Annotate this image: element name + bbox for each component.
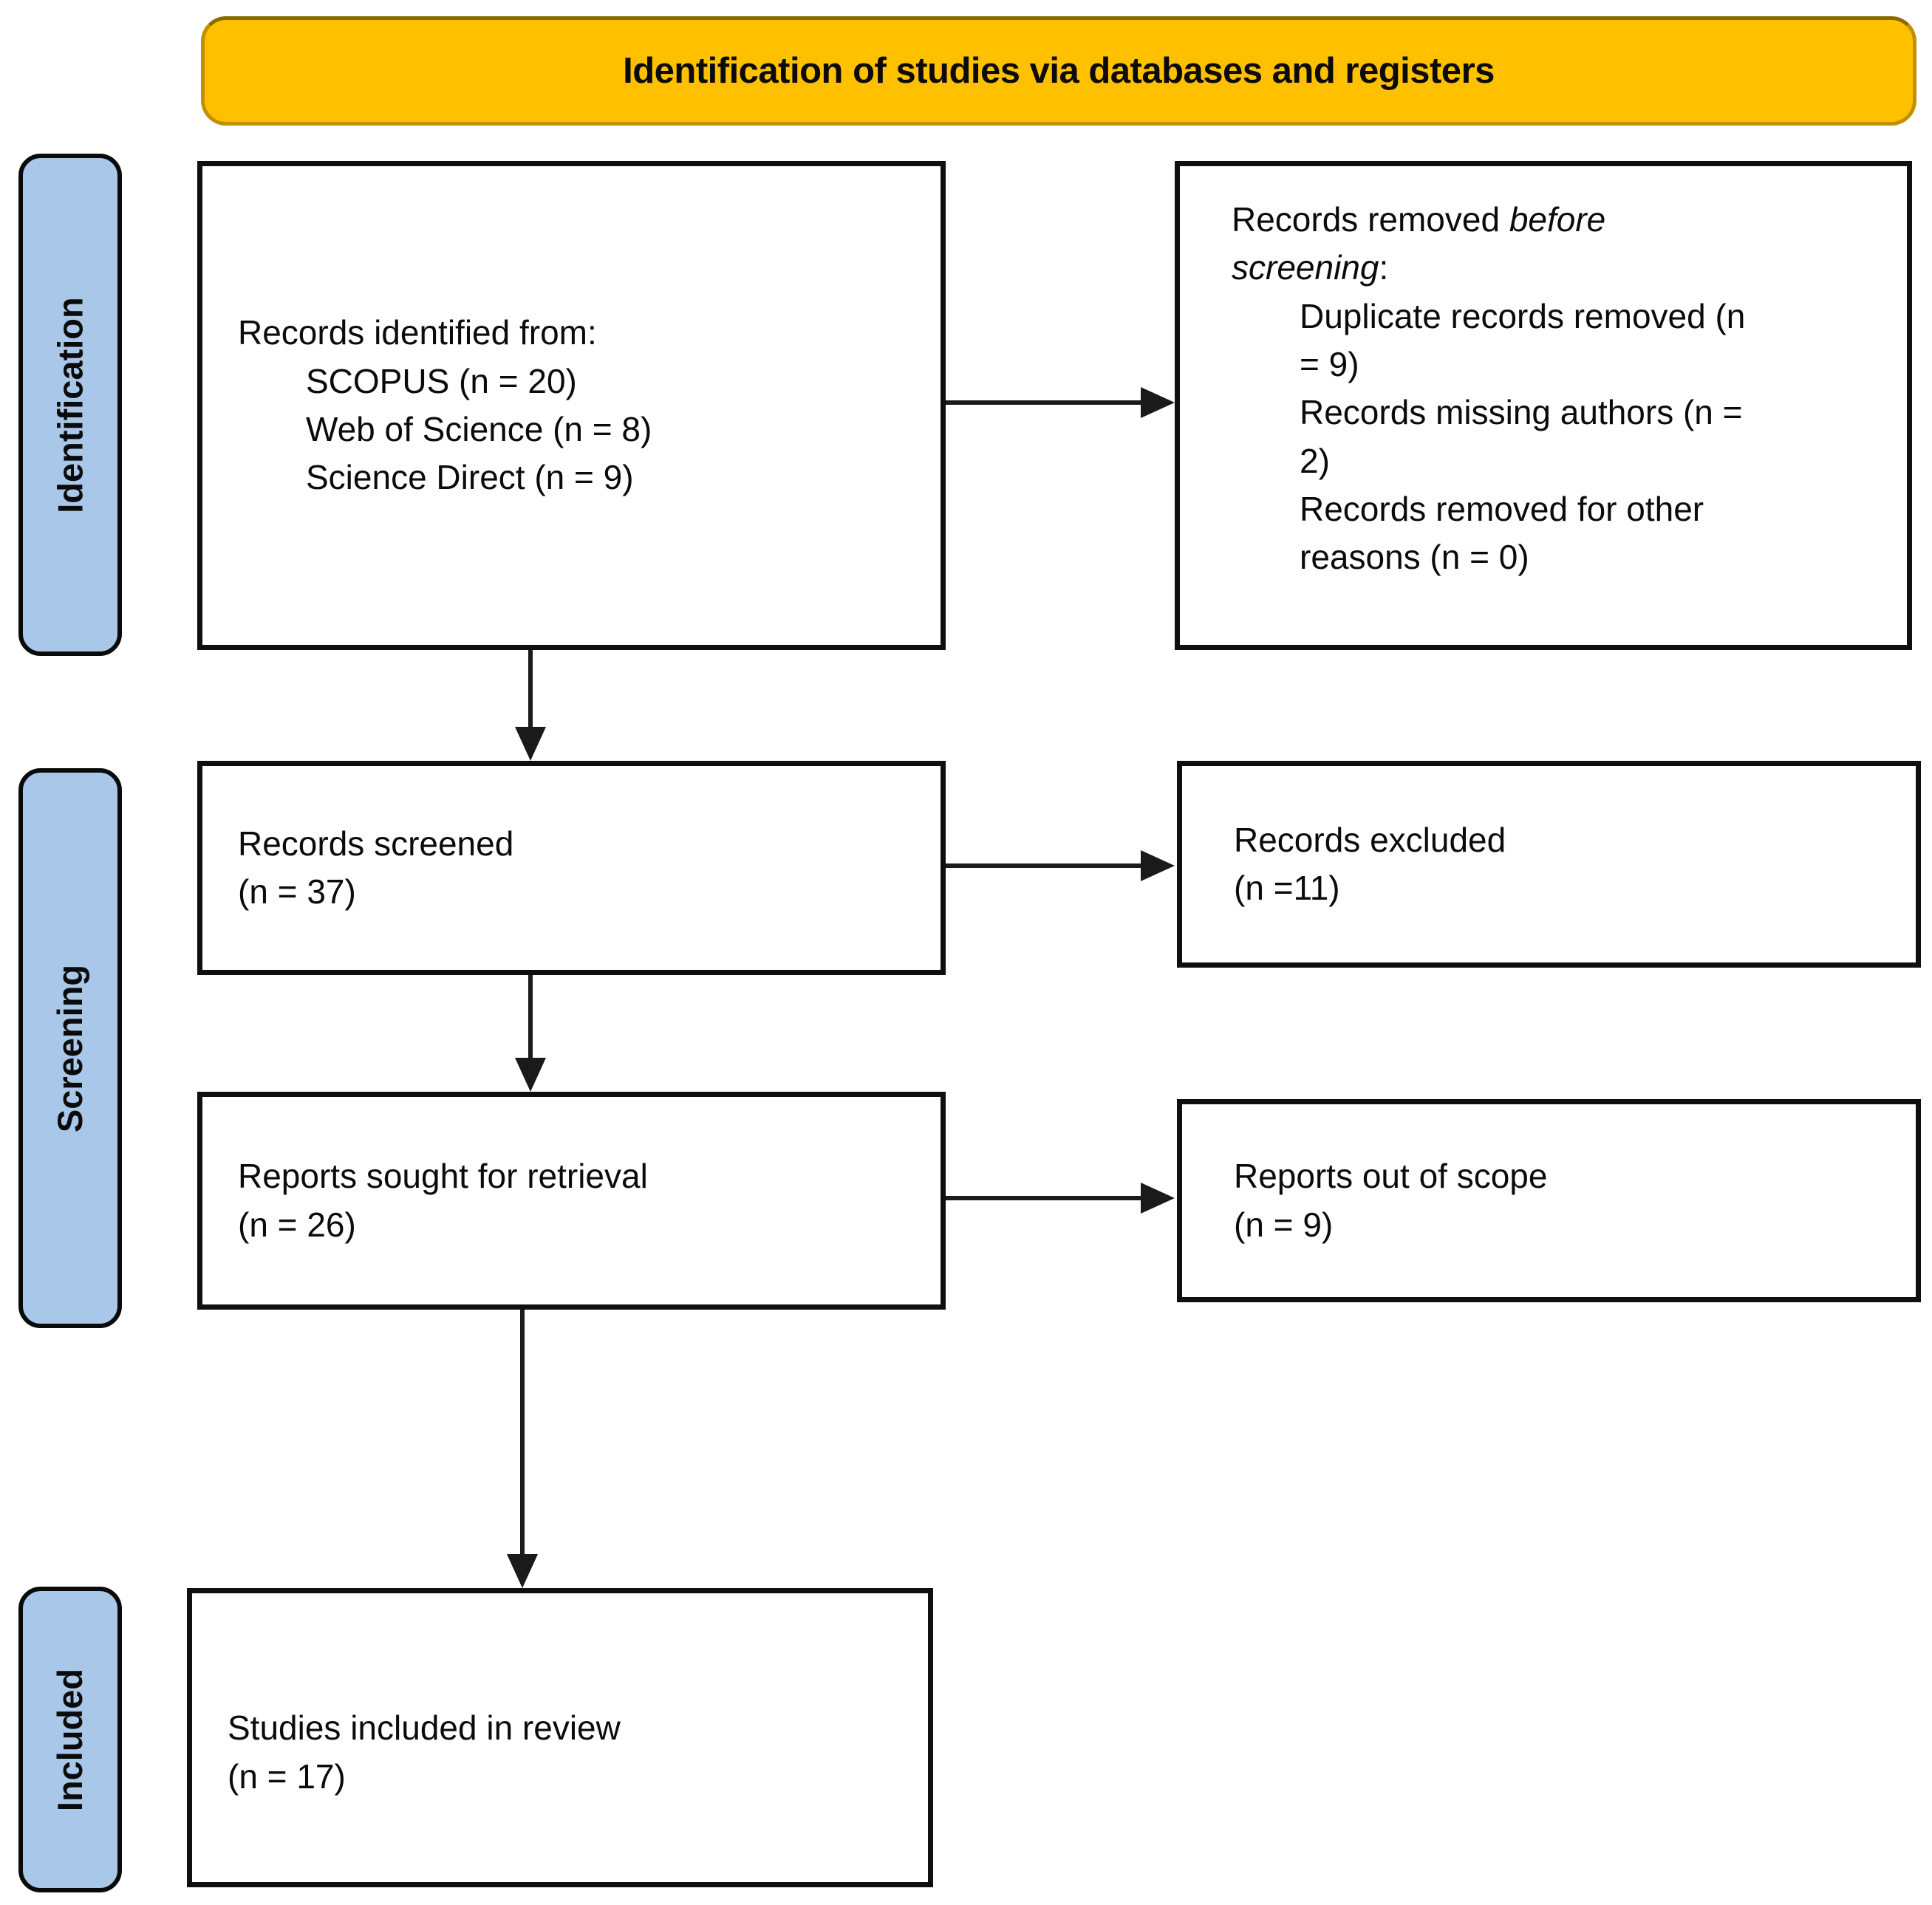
stage-label-included: Included	[18, 1587, 122, 1892]
records-excluded-label: Records excluded	[1234, 820, 1506, 859]
arrow-identified-to-removed-shaft	[946, 400, 1144, 405]
reports-out-of-scope-label: Reports out of scope	[1234, 1157, 1548, 1196]
stage-label-included-text: Included	[50, 1668, 90, 1811]
stage-label-screening: Screening	[18, 768, 122, 1328]
box-records-removed: Records removed before screening: Duplic…	[1175, 161, 1912, 650]
arrow-identified-to-screened-shaft	[528, 650, 533, 730]
records-identified-sources: SCOPUS (n = 20) Web of Science (n = 8) Sci…	[238, 358, 941, 502]
records-identified-source: Science Direct (n = 9)	[306, 458, 634, 497]
reports-out-of-scope-count: (n = 9)	[1234, 1205, 1334, 1244]
arrow-identified-to-removed-head-icon	[1141, 387, 1175, 418]
arrow-screened-to-sought-head-icon	[515, 1058, 546, 1092]
header-title: Identification of studies via databases …	[623, 51, 1495, 91]
records-identified-title: Records identified from:	[238, 313, 597, 352]
box-records-identified: Records identified from: SCOPUS (n = 20)…	[197, 161, 946, 650]
box-records-excluded: Records excluded (n =11)	[1177, 761, 1921, 968]
arrow-sought-to-outscope-shaft	[946, 1196, 1144, 1200]
arrow-screened-to-excluded-shaft	[946, 863, 1144, 868]
records-removed-reason: Records missing authors (n = 2)	[1300, 393, 1743, 480]
records-removed-title-italic: before screening	[1232, 200, 1606, 287]
records-removed-title-prefix: Records removed	[1232, 200, 1509, 239]
stage-label-identification-text: Identification	[50, 296, 90, 513]
records-screened-count: (n = 37)	[238, 872, 356, 911]
box-reports-out-of-scope: Reports out of scope (n = 9)	[1177, 1099, 1921, 1302]
records-excluded-count: (n =11)	[1234, 869, 1340, 907]
box-studies-included: Studies included in review (n = 17)	[187, 1588, 933, 1887]
stage-label-screening-text: Screening	[50, 964, 90, 1132]
records-removed-reason: Duplicate records removed (n = 9)	[1300, 296, 1746, 383]
records-removed-title: Records removed before screening:	[1232, 196, 1704, 293]
arrow-screened-to-excluded-head-icon	[1141, 850, 1175, 881]
records-identified-source: SCOPUS (n = 20)	[306, 361, 577, 400]
reports-sought-count: (n = 26)	[238, 1205, 356, 1244]
stage-label-identification: Identification	[18, 154, 122, 656]
records-screened-label: Records screened	[238, 824, 514, 863]
reports-sought-label: Reports sought for retrieval	[238, 1157, 648, 1196]
box-records-screened: Records screened (n = 37)	[197, 761, 946, 975]
studies-included-label: Studies included in review	[228, 1709, 621, 1748]
records-removed-title-suffix: :	[1379, 248, 1389, 287]
arrow-identified-to-screened-head-icon	[515, 727, 546, 761]
records-removed-reason: Records removed for other reasons (n = 0…	[1300, 489, 1704, 577]
header-banner: Identification of studies via databases …	[201, 16, 1916, 126]
studies-included-count: (n = 17)	[228, 1757, 346, 1796]
arrow-sought-to-outscope-head-icon	[1141, 1183, 1175, 1214]
arrow-sought-to-included-head-icon	[507, 1554, 538, 1588]
box-reports-sought: Reports sought for retrieval (n = 26)	[197, 1092, 946, 1310]
arrow-screened-to-sought-shaft	[528, 975, 533, 1060]
arrow-sought-to-included-shaft	[520, 1310, 525, 1556]
records-identified-source: Web of Science (n = 8)	[306, 410, 652, 448]
records-removed-reasons: Duplicate records removed (n = 9) Records…	[1232, 293, 1907, 582]
